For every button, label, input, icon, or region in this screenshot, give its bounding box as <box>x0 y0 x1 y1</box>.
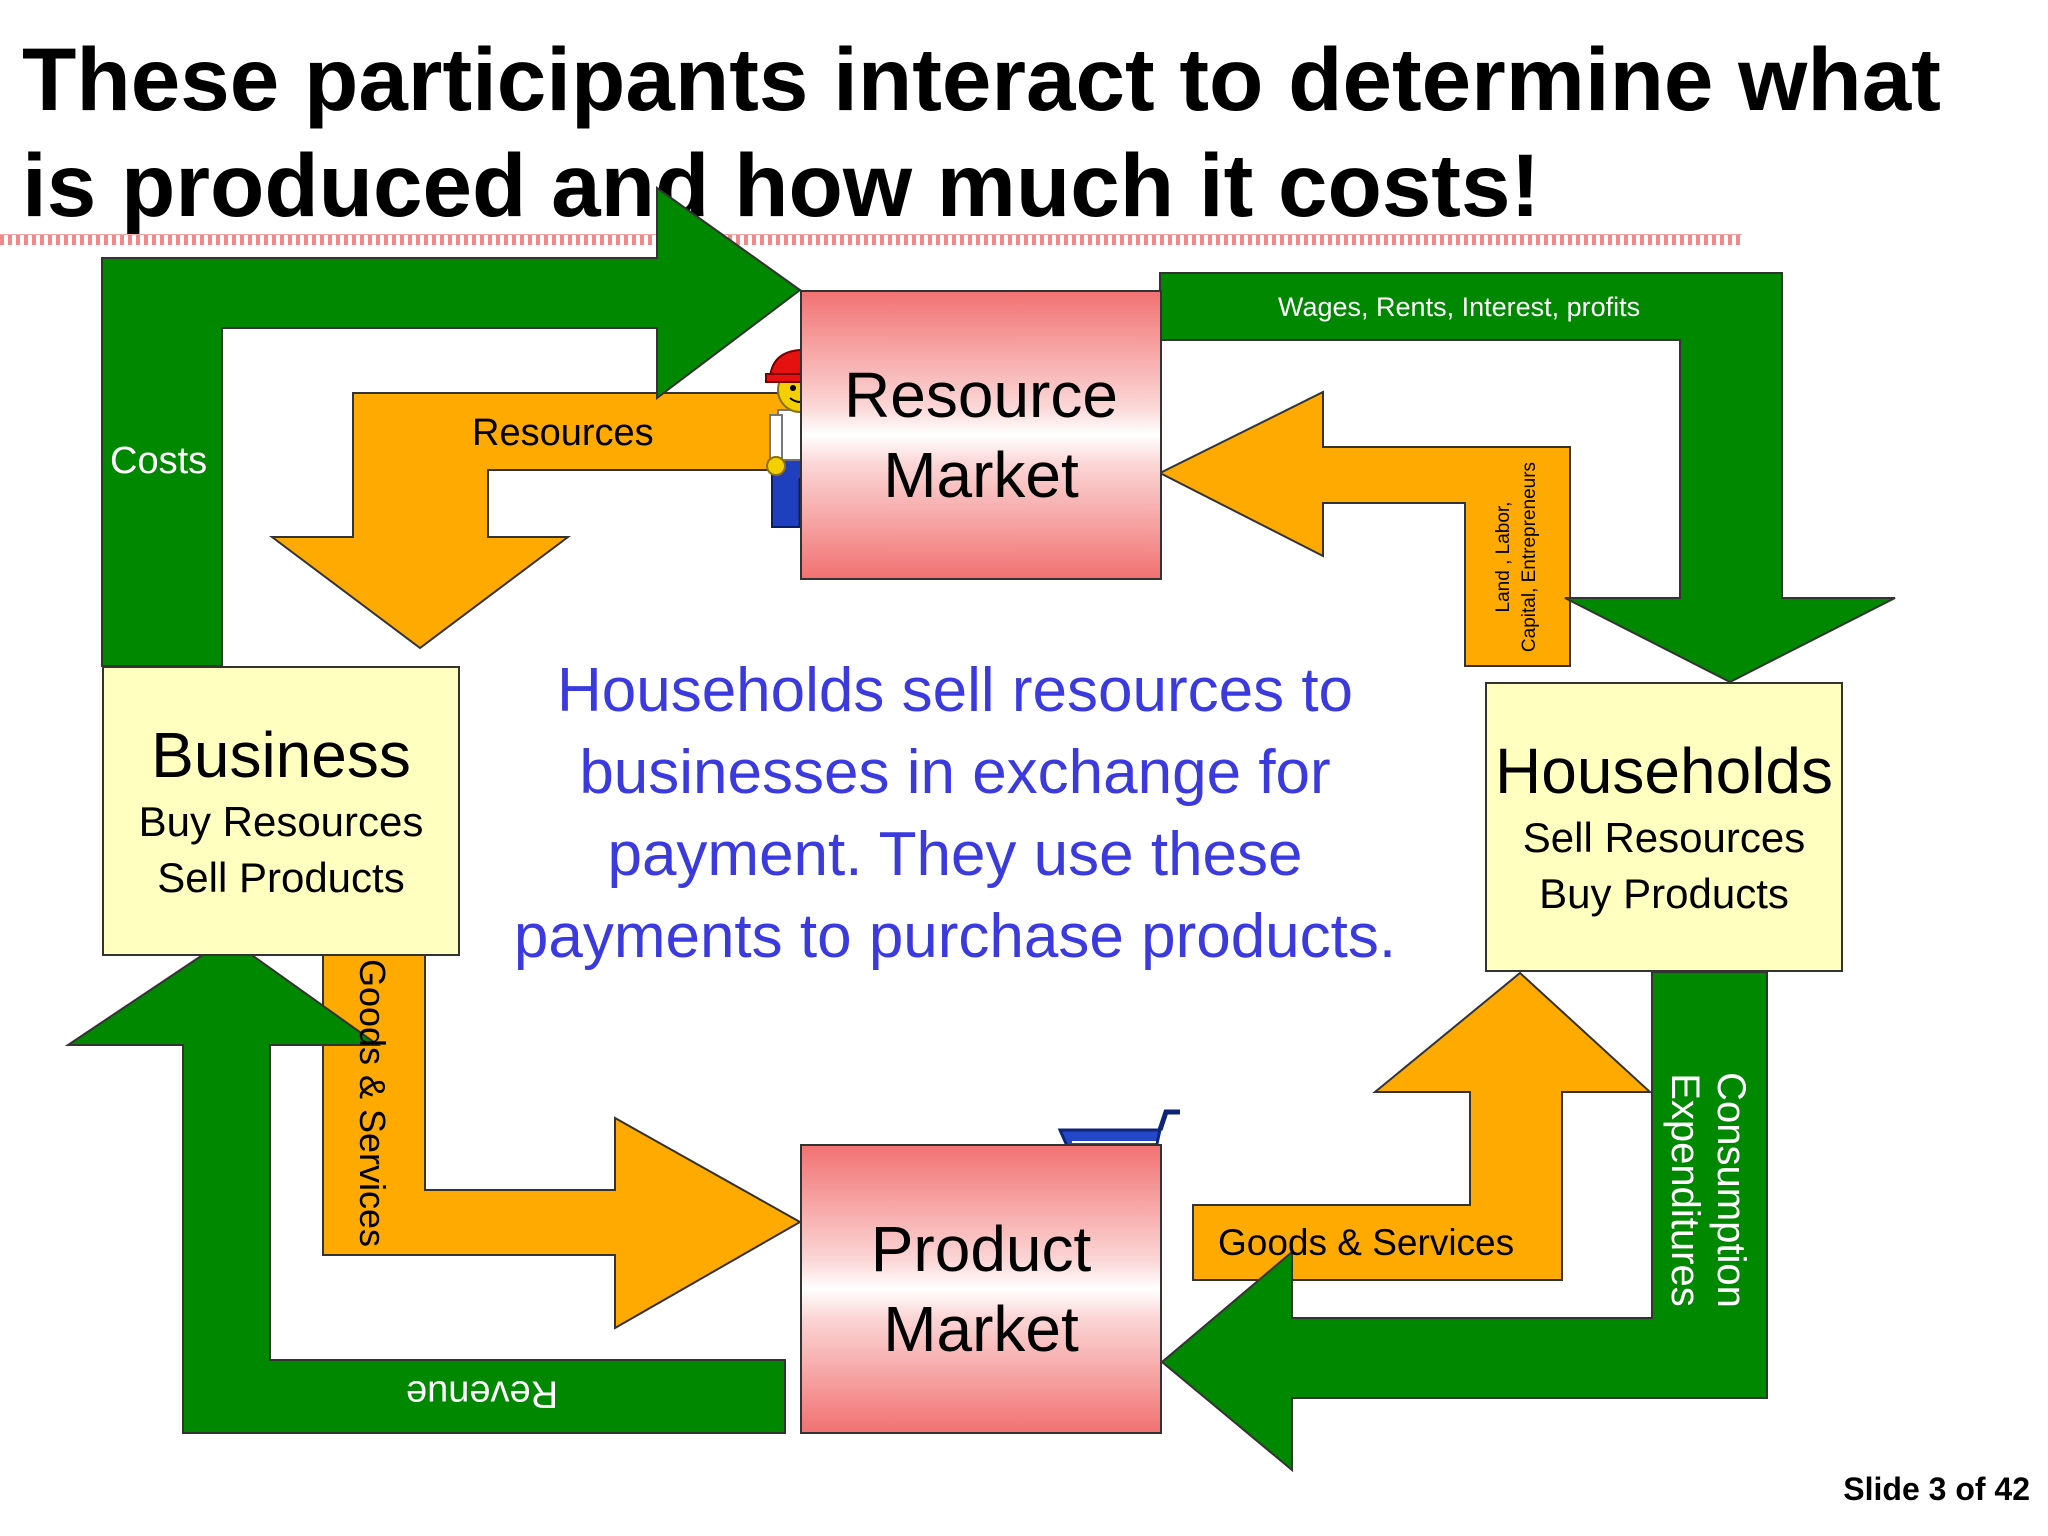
resource-market-label-2: Market <box>883 439 1079 511</box>
consumption-flow-arrow <box>1160 971 1768 1473</box>
center-explanation-text: Households sell resources to businesses … <box>513 656 1397 971</box>
business-title: Business <box>151 719 411 791</box>
income-flow-arrow <box>1159 272 1896 684</box>
resources-label: Resources <box>472 412 654 454</box>
business-box: Business Buy Resources Sell Products <box>102 666 460 956</box>
business-line-1: Buy Resources <box>138 798 424 845</box>
product-market-label-1: Product <box>870 1213 1092 1285</box>
slide-title: These participants interact to determine… <box>22 26 2022 238</box>
title-line-1: These participants interact to determine… <box>22 29 1941 129</box>
product-market-label-2: Market <box>883 1293 1079 1365</box>
business-line-2: Sell Products <box>157 854 405 901</box>
factors-flow-arrow <box>1157 390 1571 667</box>
households-title: Households <box>1495 735 1833 807</box>
factors-label-line-2: Capital, Entrepreneurs <box>1519 461 1540 653</box>
costs-label: Costs <box>110 440 208 482</box>
title-underline <box>0 234 1742 245</box>
factors-label: Land , Labor, Capital, Entrepreneurs <box>1491 452 1543 662</box>
consumption-label-line-2: Expenditures <box>1663 1073 1707 1307</box>
factors-label-line-1: Land , Labor, <box>1493 501 1514 613</box>
consumption-label-line-1: Consumption <box>1709 1072 1753 1308</box>
consumption-label: Consumption Expenditures <box>1662 1060 1754 1320</box>
goods-services-left-label: Goods & Services <box>352 958 393 1248</box>
wages-label: Wages, Rents, Interest, profits <box>1278 292 1641 322</box>
revenue-flow-arrow <box>64 936 786 1434</box>
resource-market-label-1: Resource <box>844 359 1118 431</box>
households-line-2: Buy Products <box>1539 870 1789 917</box>
goods-services-households-flow-arrow <box>1192 971 1653 1281</box>
resources-flow-arrow <box>269 392 803 650</box>
goods-services-business-flow-arrow <box>322 954 803 1330</box>
households-box: Households Sell Resources Buy Products <box>1485 682 1843 972</box>
goods-services-right-label: Goods & Services <box>1218 1222 1515 1263</box>
resource-market-box: Resource Market <box>800 290 1162 580</box>
product-market-box: Product Market <box>800 1144 1162 1434</box>
revenue-label: Revenue <box>405 1372 559 1415</box>
title-line-2: is produced and how much it costs! <box>22 135 1541 235</box>
slide-number: Slide 3 of 42 <box>1843 1471 2030 1507</box>
households-line-1: Sell Resources <box>1522 814 1806 861</box>
costs-flow-arrow <box>101 186 802 667</box>
